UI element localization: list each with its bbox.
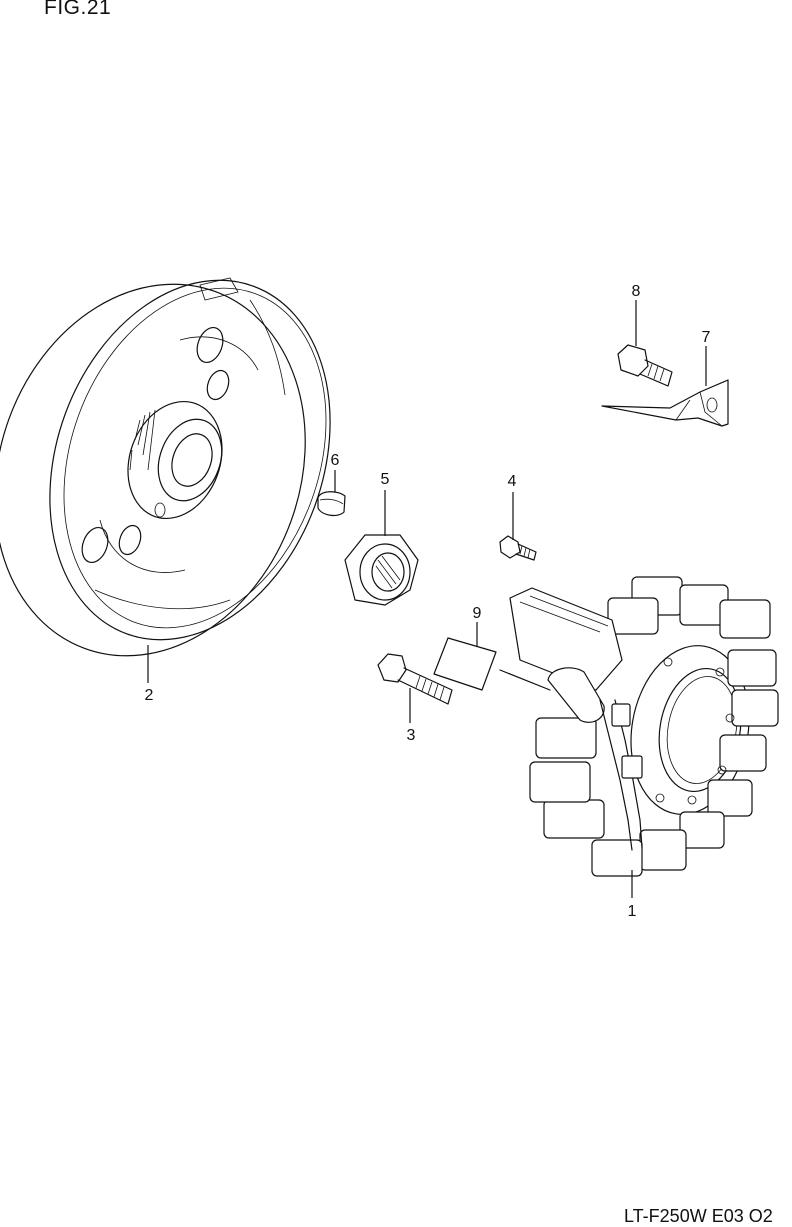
- flywheel-rotor[interactable]: [0, 240, 378, 700]
- model-code: LT-F250W E03 O2: [624, 1206, 773, 1226]
- clamp-bolt[interactable]: [617, 344, 673, 387]
- rotor-nut[interactable]: [344, 534, 419, 606]
- callout-5: 5: [381, 471, 390, 488]
- callout-9: 9: [473, 605, 482, 622]
- key[interactable]: [317, 491, 346, 517]
- figure-title: FIG.21: [44, 0, 112, 19]
- callout-1: 1: [628, 903, 637, 920]
- stator-coil[interactable]: [499, 576, 779, 877]
- callout-8: 8: [632, 283, 641, 300]
- stator-screw[interactable]: [499, 535, 537, 561]
- rotor-bolt[interactable]: [377, 653, 453, 705]
- callout-6: 6: [331, 452, 340, 469]
- callout-4: 4: [508, 473, 517, 490]
- pickup-coil-and-wires: [499, 587, 643, 851]
- stator-mount-holes: [655, 657, 735, 805]
- callout-2: 2: [145, 687, 154, 704]
- lead-wire-clamp[interactable]: [601, 379, 729, 427]
- label-plate[interactable]: [433, 637, 497, 691]
- callout-3: 3: [407, 727, 416, 744]
- stator-poles: [529, 576, 779, 877]
- callout-7: 7: [702, 329, 711, 346]
